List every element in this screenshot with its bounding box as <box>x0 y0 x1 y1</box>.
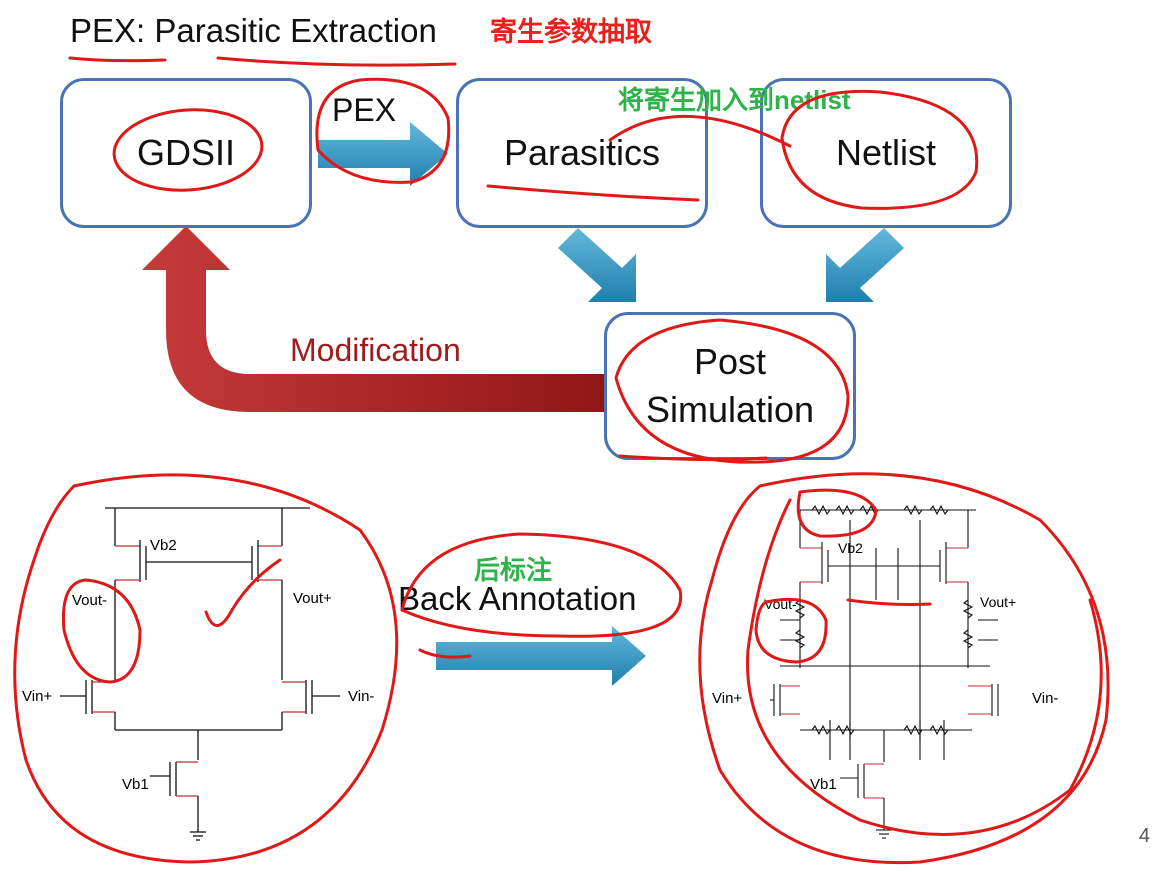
parasitics-label: Parasitics <box>503 132 661 173</box>
right-vin-minus-label: Vin- <box>1032 690 1059 707</box>
left-vin-plus-label: Vin+ <box>22 688 53 705</box>
back-annotation-cn: 后标注 <box>474 555 553 585</box>
slide-title: PEX: Parasitic Extraction <box>70 12 437 49</box>
page-number: 4 <box>1138 825 1150 847</box>
post-simulation-box: Post Simulation <box>604 312 856 460</box>
modification-label: Modification <box>290 332 461 368</box>
post-sim-line2: Simulation <box>645 389 815 430</box>
gdsii-label: GDSII <box>136 132 235 173</box>
right-vb1-label: Vb1 <box>810 776 837 793</box>
back-annotation-arrow <box>436 626 646 686</box>
back-annotation-label: Back Annotation <box>398 580 637 617</box>
pex-arrow <box>318 122 448 186</box>
right-vb2-label: Vb2 <box>838 540 863 556</box>
parasitics-box: Parasitics <box>456 78 708 228</box>
left-vout-plus-label: Vout+ <box>293 590 332 607</box>
left-vb2-label: Vb2 <box>150 537 177 554</box>
gdsii-box: GDSII <box>60 78 312 228</box>
left-vb1-label: Vb1 <box>122 776 149 793</box>
right-vout-plus-label: Vout+ <box>980 594 1017 610</box>
post-sim-line1: Post <box>693 341 767 382</box>
netlist-box: Netlist <box>760 78 1012 228</box>
left-vin-minus-label: Vin- <box>348 688 375 705</box>
right-vin-plus-label: Vin+ <box>712 690 743 707</box>
netlist-to-post-arrow <box>826 228 904 302</box>
modification-arrow <box>142 226 606 412</box>
title-annotation-cn: 寄生参数抽取 <box>490 17 652 47</box>
pex-arrow-label: PEX <box>332 92 397 128</box>
left-vout-minus-label: Vout- <box>72 592 108 609</box>
parasitics-to-post-arrow <box>558 228 636 302</box>
netlist-label: Netlist <box>835 132 937 173</box>
